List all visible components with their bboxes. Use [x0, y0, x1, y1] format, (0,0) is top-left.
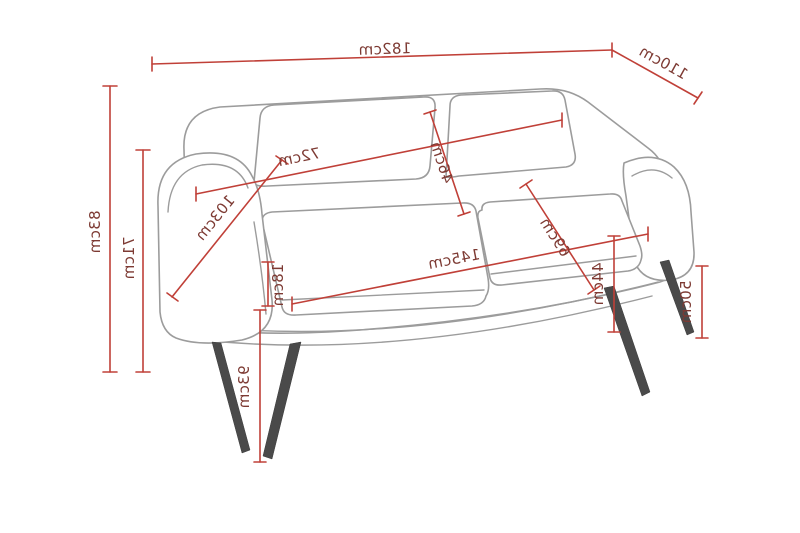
dim-tick — [423, 109, 437, 115]
dim-line-total-depth — [611, 49, 699, 99]
dim-line-arm-length — [171, 159, 283, 298]
dim-line-back-cushion-height — [429, 111, 465, 215]
dim-line-seat-depth — [525, 183, 595, 291]
armrest-left-top-seam — [167, 163, 249, 213]
dim-label-seat-height: 44cm — [589, 262, 607, 305]
dim-tick — [275, 155, 289, 165]
dim-label-total-height: 83cm — [86, 210, 104, 253]
dim-label-total-width: 182cm — [358, 39, 412, 59]
seat-cushion-right-seam — [490, 255, 637, 275]
armrest-right-seam — [631, 169, 673, 179]
dim-tick — [457, 211, 471, 217]
sofa-drawing — [157, 87, 695, 460]
dim-tick — [587, 285, 601, 295]
dim-line-back-cushion-width — [195, 119, 563, 195]
dim-label-arm-width: 18cm — [269, 263, 287, 306]
leg-front-left — [262, 341, 302, 460]
back-cushion-right — [445, 90, 577, 179]
leg-back-left — [211, 341, 251, 454]
armrest-left — [157, 152, 273, 344]
dim-label-arm-height: 71cm — [120, 236, 138, 279]
dim-label-front-height: 93cm — [235, 365, 253, 408]
dim-line-total-width — [151, 49, 613, 65]
dim-tick — [519, 179, 533, 189]
leg-back-right — [659, 259, 695, 336]
dim-line-seat-width — [291, 233, 649, 305]
dim-label-total-depth: 110cm — [636, 42, 691, 83]
dim-tick — [166, 292, 179, 302]
armrest-left-side-seam — [253, 221, 267, 315]
dimension-lines — [102, 42, 709, 463]
base-rail-bottom — [201, 295, 653, 346]
dim-label-leg-height: 50cm — [677, 280, 695, 323]
seat-cushion-left — [260, 202, 490, 316]
back-cushion-left — [253, 96, 436, 187]
dim-tick — [693, 91, 703, 105]
leg-front-right — [603, 285, 651, 397]
seat-cushion-left-seam — [281, 289, 485, 301]
seat-cushion-right — [477, 193, 643, 286]
